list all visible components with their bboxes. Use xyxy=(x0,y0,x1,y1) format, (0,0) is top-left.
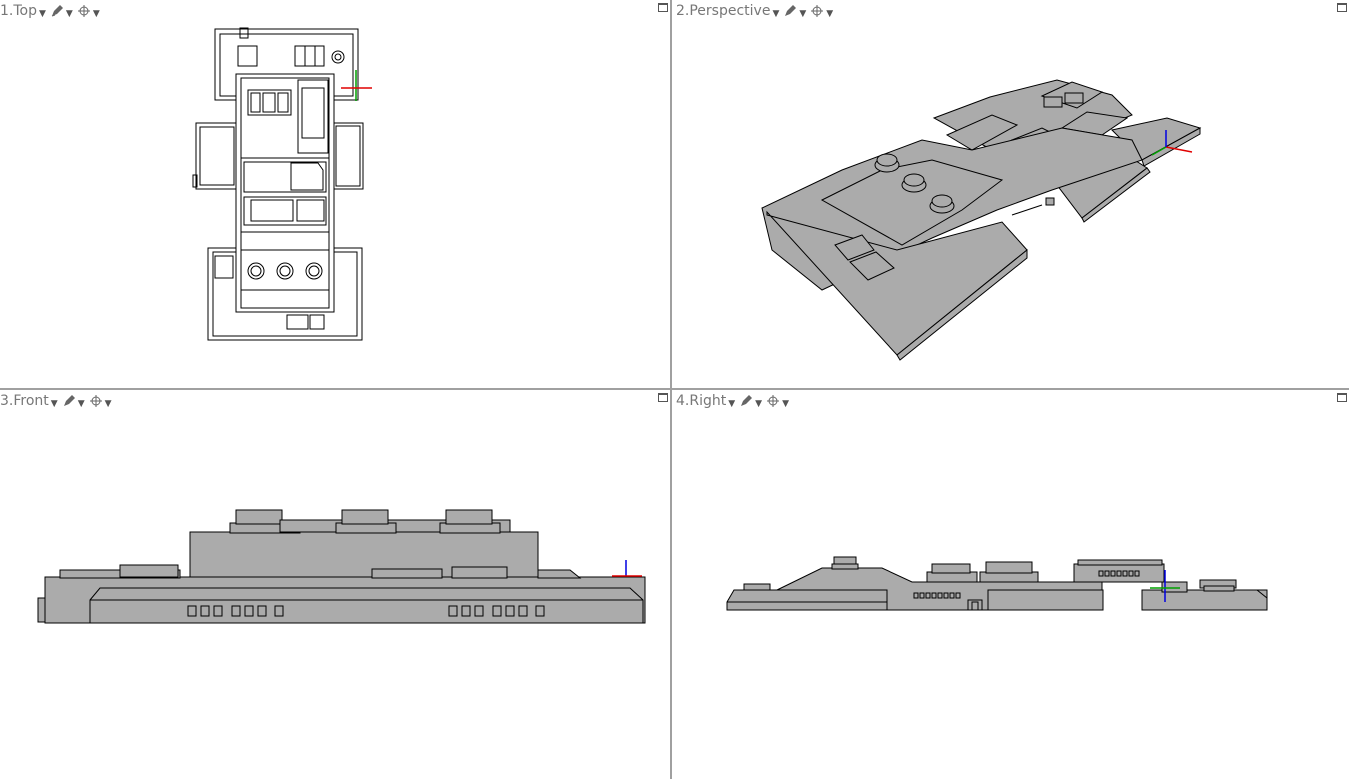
viewport-right[interactable]: 4.Right ▼ ▼ ▼ xyxy=(672,390,1349,779)
pen-icon[interactable] xyxy=(783,4,797,18)
maximize-icon[interactable] xyxy=(658,3,668,12)
target-icon[interactable] xyxy=(89,394,103,408)
right-edge-strip xyxy=(1349,0,1355,779)
maximize-icon[interactable] xyxy=(1337,3,1347,12)
caret-down-icon[interactable]: ▼ xyxy=(826,9,834,19)
pen-icon[interactable] xyxy=(50,4,64,18)
front-view-model xyxy=(37,509,646,624)
viewport-header: 4.Right ▼ ▼ ▼ xyxy=(676,392,793,410)
target-icon[interactable] xyxy=(766,394,780,408)
pen-icon[interactable] xyxy=(62,394,76,408)
viewport-title[interactable]: 4.Right xyxy=(676,393,727,409)
target-icon[interactable] xyxy=(77,4,91,18)
viewport-title[interactable]: 2.Perspective xyxy=(676,3,771,19)
caret-down-icon[interactable]: ▼ xyxy=(772,9,780,19)
caret-down-icon[interactable]: ▼ xyxy=(92,9,100,19)
viewport-title[interactable]: 1.Top xyxy=(0,3,37,19)
viewport-front[interactable]: 3.Front ▼ ▼ ▼ xyxy=(0,390,670,779)
caret-down-icon[interactable]: ▼ xyxy=(799,9,807,19)
right-view-model xyxy=(726,556,1268,611)
maximize-icon[interactable] xyxy=(658,393,668,402)
caret-down-icon[interactable]: ▼ xyxy=(77,399,85,409)
viewport-perspective[interactable]: 2.Perspective ▼ ▼ ▼ xyxy=(672,0,1349,388)
caret-down-icon[interactable]: ▼ xyxy=(65,9,73,19)
perspective-view-model xyxy=(761,79,1202,361)
caret-down-icon[interactable]: ▼ xyxy=(728,399,736,409)
caret-down-icon[interactable]: ▼ xyxy=(755,399,763,409)
viewport-top[interactable]: 1.Top ▼ ▼ ▼ xyxy=(0,0,670,388)
viewport-header: 3.Front ▼ ▼ ▼ xyxy=(0,392,116,410)
pen-icon[interactable] xyxy=(739,394,753,408)
target-icon[interactable] xyxy=(810,4,824,18)
top-view-model xyxy=(192,27,372,341)
caret-down-icon[interactable]: ▼ xyxy=(38,9,46,19)
caret-down-icon[interactable]: ▼ xyxy=(104,399,112,409)
viewport-header: 2.Perspective ▼ ▼ ▼ xyxy=(676,2,837,20)
viewport-header: 1.Top ▼ ▼ ▼ xyxy=(0,2,104,20)
caret-down-icon[interactable]: ▼ xyxy=(50,399,58,409)
caret-down-icon[interactable]: ▼ xyxy=(782,399,789,409)
viewport-title[interactable]: 3.Front xyxy=(0,393,49,409)
maximize-icon[interactable] xyxy=(1337,393,1347,402)
